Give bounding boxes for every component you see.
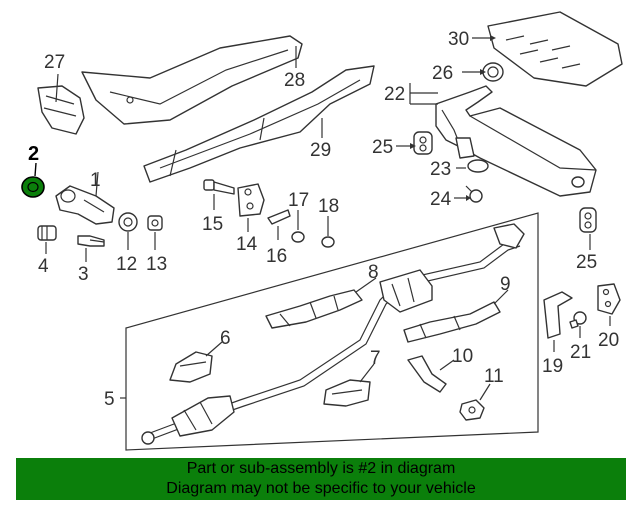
callout-28: 28 [284,70,305,91]
part-22-muffler[interactable] [435,85,597,197]
callout-14: 14 [236,234,258,255]
part-16-bolt[interactable] [267,209,291,225]
assembly-frame [125,212,539,451]
part-14-bracket[interactable] [237,183,265,217]
callout-15: 15 [202,214,223,235]
part-29-heat-shield[interactable] [143,65,375,183]
part-27-heat-shield[interactable] [37,85,85,135]
callout-12: 12 [116,254,137,275]
part-24-bolt[interactable] [465,185,483,203]
part-19-bracket[interactable] [543,291,573,339]
callout-5: 5 [104,389,115,410]
part-21-bolt[interactable] [569,311,587,329]
exhaust-parts-diagram: 27 28 29 30 26 22 [21,11,623,451]
callout-30: 30 [448,29,469,50]
part-17-washer[interactable] [291,231,305,243]
callout-2: 2 [28,143,39,165]
callout-27: 27 [44,52,65,73]
callout-22: 22 [384,84,405,105]
callout-9: 9 [500,274,511,295]
part-7-heat-shield[interactable] [323,379,371,407]
callout-19: 19 [542,356,563,377]
part-9-pipe[interactable] [403,301,501,343]
part-11-nut[interactable] [459,399,485,421]
part-13-nut[interactable] [147,215,163,231]
part-18-washer[interactable] [321,236,335,248]
part-25-hanger-lower[interactable] [579,207,597,233]
callout-4: 4 [38,256,49,277]
callout-25a: 25 [372,137,393,158]
callout-23: 23 [430,159,451,180]
part-28-heat-shield[interactable] [81,35,303,125]
part-5-exhaust-assembly[interactable] [141,223,525,445]
callout-1: 1 [90,170,101,191]
callout-25b: 25 [576,252,597,273]
part-15-bolt[interactable] [203,179,235,195]
callout-7: 7 [370,348,381,369]
footer-line-2: Diagram may not be specific to your vehi… [166,480,476,497]
callout-13: 13 [146,254,167,275]
part-6-heat-shield[interactable] [169,351,213,383]
part-8-converter-pipe[interactable] [265,289,363,329]
part-26-gasket[interactable] [482,62,504,82]
callout-20: 20 [598,330,619,351]
callout-17: 17 [288,190,309,211]
part-1-front-pipe[interactable] [55,185,115,225]
part-23-gasket[interactable] [467,159,489,173]
part-20-bracket[interactable] [597,283,621,315]
callout-18: 18 [318,196,339,217]
callout-8: 8 [368,262,379,283]
part-10-heat-shield[interactable] [407,355,447,393]
callout-3: 3 [78,264,89,285]
part-25-hanger-upper[interactable] [413,131,433,155]
footer-banner: Part or sub-assembly is #2 in diagram Di… [16,458,626,500]
part-30-underbody-shield[interactable] [487,11,623,87]
callout-24: 24 [430,189,452,210]
callout-11: 11 [484,366,504,387]
part-12-gasket[interactable] [118,212,138,232]
callout-16: 16 [266,246,287,267]
callout-6: 6 [220,328,231,349]
callout-29: 29 [310,140,331,161]
callout-26: 26 [432,63,453,84]
part-4-stud[interactable] [37,225,57,241]
part-3-bolt[interactable] [77,235,105,247]
footer-line-1: Part or sub-assembly is #2 in diagram [186,460,456,477]
callout-21: 21 [570,342,591,363]
part-2-gasket-highlighted[interactable] [21,176,45,198]
callout-10: 10 [452,346,473,367]
